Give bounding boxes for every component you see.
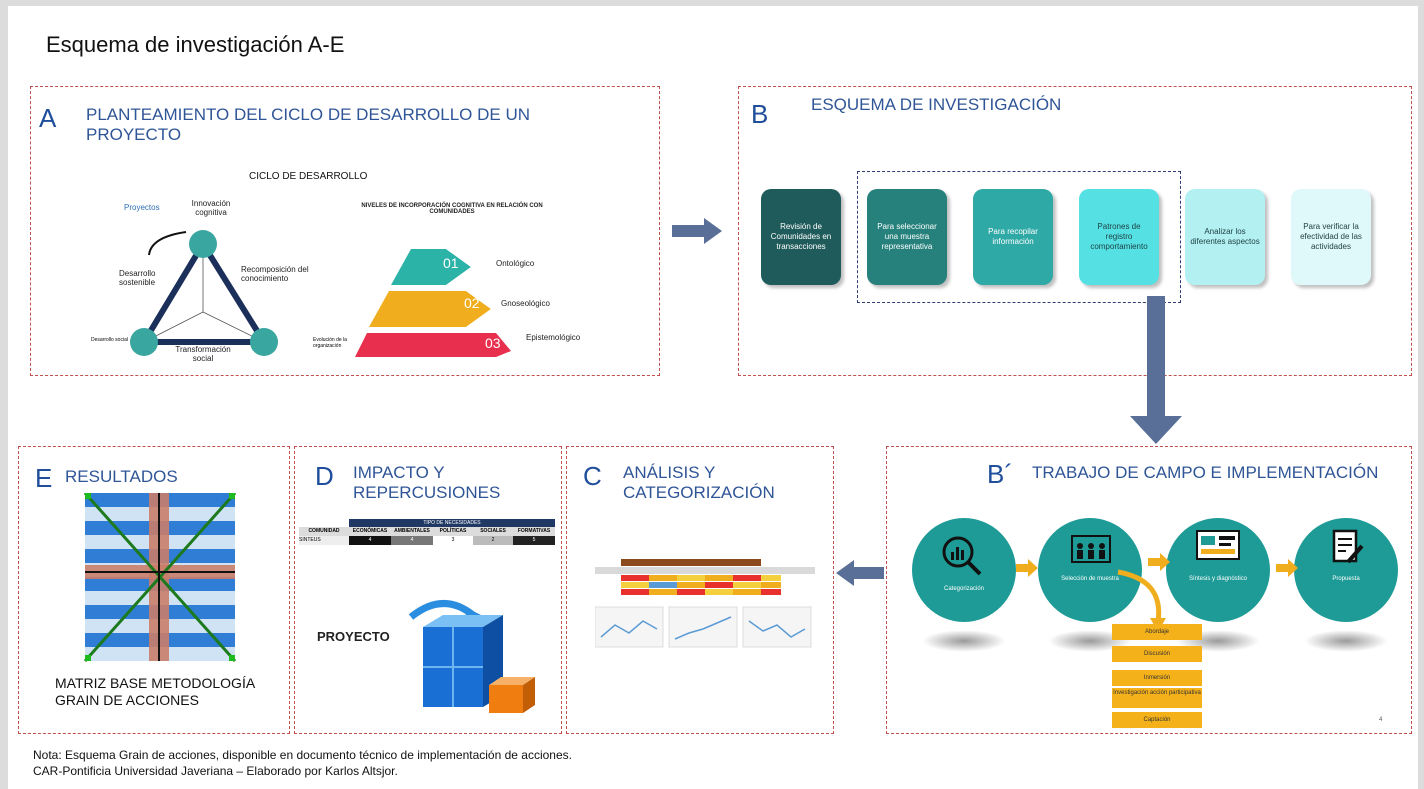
project-label: PROYECTO [317,629,390,644]
level-01-label: Ontológico [496,259,535,268]
label-evolucion: Evolución de la organización [313,337,347,349]
level-02-num: 02 [464,295,480,311]
panel-b2-letter: B´ [987,459,1013,489]
col-politicas: POLÍTICAS [439,528,467,534]
arrow-a-to-b [672,218,722,244]
level-03-label: Epistemológico [526,333,581,342]
panel-b-title: ESQUEMA DE INVESTIGACIÓN [811,95,1062,114]
arrow-b-to-b2 [1130,296,1182,444]
flow-arrows [1016,553,1298,632]
label-innovacion: Innovación cognitiva [191,199,231,217]
project-cubes-icon [408,600,535,713]
panel-c-letter: C [583,461,602,491]
label-desarrollo-sostenible: Desarrollo sostenible [119,269,156,287]
level-discusion: Discusión [1112,646,1202,662]
step-5: Analizar los diferentes aspectos [1185,189,1265,285]
shadow-1 [922,630,1006,652]
col-economicas: ECONÓMICAS [352,528,388,534]
panel-c: C ANÁLISIS Y CATEGORIZACIÓN [566,446,834,734]
panel-a-letter: A [39,103,57,133]
panel-e-letter: E [35,463,53,493]
row-comunidad: SINTEUS [299,536,349,545]
panel-a-title: PLANTEAMIENTO DEL CICLO DE DESARROLLO DE… [86,105,530,144]
step-1: Revisión de Comunidades en transacciones [761,189,841,285]
pyramid-title: NIVELES DE INCORPORACIÓN COGNITIVA EN RE… [361,203,543,215]
panel-b2: B´ TRABAJO DE CAMPO E IMPLEMENTACIÓN 4 [886,446,1412,734]
diagram-page: Esquema de investigación A-E A PLANTEAMI… [8,6,1418,789]
panel-e-title: RESULTADOS [65,467,178,486]
panel-b-letter: B [751,99,769,129]
col-comunidad: COMUNIDAD [308,528,340,534]
panel-a: A PLANTEAMIENTO DEL CICLO DE DESARROLLO … [30,86,660,376]
circle-label-4: Propuesta [1332,576,1360,582]
row-politicas: 3 [433,536,473,545]
panel-b2-title: TRABAJO DE CAMPO E IMPLEMENTACIÓN [1032,463,1379,482]
label-transformacion: Transformación social [175,345,231,363]
needs-table-header: TIPO DE NECESIDADES [349,519,555,527]
document-pen-icon [1332,529,1364,564]
circle-label-2: Selección de muestra [1061,576,1119,582]
panel-e: E RESULTADOS MATRIZ BASE METODOLOGÍA GRA… [18,446,290,734]
cycle-title: CICLO DE DESARROLLO [249,171,368,182]
shadow-2 [1048,630,1132,652]
page-number: 4 [1379,717,1383,723]
circle-label-3: Síntesis y diagnóstico [1188,576,1248,582]
panel-b: B ESQUEMA DE INVESTIGACIÓN Revisión de C… [738,86,1412,376]
label-proyectos: Proyectos [124,203,160,212]
circle-label-1: Categorización [943,586,985,592]
level-03-num: 03 [485,335,501,351]
page-title: Esquema de investigación A-E [46,32,345,57]
step-4: Patrones de registro comportamiento [1079,189,1159,285]
note-line-2: CAR-Pontificia Universidad Javeriana – E… [33,764,398,778]
analysis-table-thumbnail [595,559,815,648]
level-iap: Investigación acción participativa [1112,688,1202,708]
level-02-label: Gnoseológico [501,299,550,308]
level-captacion: Captación [1112,712,1202,728]
panel-d: D IMPACTO Y REPERCUSIONES TIPO DE NECESI… [294,446,562,734]
col-formativas: FORMATIVAS [517,528,551,534]
grain-matrix-image [83,493,237,662]
label-recomposicion: Recomposición del conocimiento [241,265,309,283]
circle-categorizacion [912,518,1016,622]
needs-table: TIPO DE NECESIDADES COMUNIDAD ECONÓMICAS… [299,519,555,545]
note-line-1: Nota: Esquema Grain de acciones, disponi… [33,748,572,762]
dashboard-icon [1196,530,1240,560]
step-3: Para recopilar información [973,189,1053,285]
level-abordaje: Abordaje [1112,624,1202,640]
matrix-caption: MATRIZ BASE METODOLOGÍA GRAIN DE ACCIONE… [55,675,255,708]
development-cycle-diagram [130,230,278,356]
selection-frame [857,171,1181,303]
shadow-4 [1304,630,1388,652]
row-sociales: 2 [473,536,513,545]
col-sociales: SOCIALES [480,528,506,534]
people-selection-icon [1071,535,1111,563]
label-desarrollo-social: Desarrollo social [91,337,128,343]
pyramid-diagram [355,249,511,357]
level-01-num: 01 [443,255,459,271]
row-formativas: 5 [513,536,555,545]
magnifier-chart-icon [942,536,982,576]
step-2: Para seleccionar una muestra representat… [867,189,947,285]
panel-d-letter: D [315,461,334,491]
panel-c-title: ANÁLISIS Y CATEGORIZACIÓN [623,463,775,502]
row-economicas: 4 [349,536,391,545]
step-6: Para verificar la efectividad de las act… [1291,189,1371,285]
panel-d-title: IMPACTO Y REPERCUSIONES [353,463,501,502]
col-ambientales: AMBIENTALES [394,528,430,534]
level-inmersion: Inmersión [1112,670,1202,686]
row-ambientales: 4 [391,536,433,545]
arrow-b2-to-c [836,560,884,586]
